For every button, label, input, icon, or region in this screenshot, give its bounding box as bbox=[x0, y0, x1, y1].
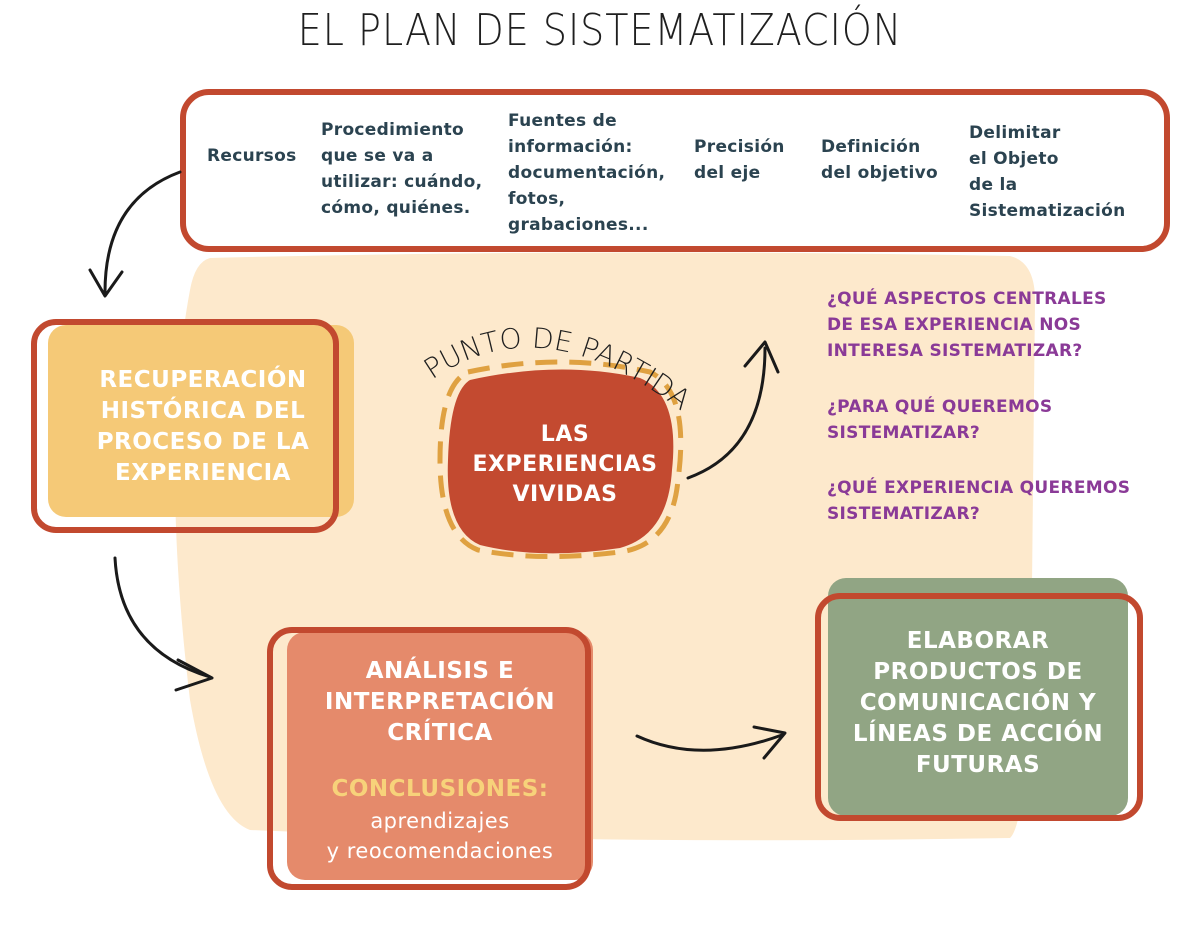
arrow-top-to-recuperacion bbox=[103, 170, 182, 294]
recuperacion-border bbox=[31, 319, 339, 533]
arrowhead-center-to-questions bbox=[743, 340, 780, 374]
arrowhead-analisis-to-elaborar bbox=[752, 725, 787, 760]
conclusions-text: aprendizajes y reocomendaciones bbox=[326, 809, 554, 863]
question-aspectos: ¿QUÉ ASPECTOS CENTRALES DE ESA EXPERIENC… bbox=[827, 289, 1107, 361]
top-box-border bbox=[180, 89, 1170, 252]
arrow-recuperacion-to-analisis bbox=[113, 556, 212, 679]
top-item-procedimiento: Procedimiento que se va a utilizar: cuán… bbox=[321, 120, 483, 218]
page-title: EL PLAN DE SISTEMATIZACIÓN bbox=[297, 4, 903, 56]
arrow-analisis-to-elaborar bbox=[635, 733, 784, 752]
arrow-center-to-questions bbox=[686, 346, 767, 480]
arrowhead-recuperacion-to-analisis bbox=[174, 658, 214, 692]
top-item-fuentes: Fuentes de información: documentación, f… bbox=[508, 111, 666, 235]
elaborar-border bbox=[815, 593, 1143, 821]
elaborar-fill bbox=[828, 578, 1128, 816]
elaborar-label: ELABORAR PRODUCTOS DE COMUNICACIÓN Y LÍN… bbox=[852, 628, 1104, 778]
recuperacion-label: RECUPERACIÓN HISTÓRICA DEL PROCESO DE LA… bbox=[96, 367, 310, 486]
question-que-experiencia: ¿QUÉ EXPERIENCIA QUEREMOS SISTEMATIZAR? bbox=[827, 478, 1131, 524]
question-para-que: ¿PARA QUÉ QUEREMOS SISTEMATIZAR? bbox=[827, 397, 1053, 443]
recuperacion-fill bbox=[48, 325, 354, 517]
center-dashed-ring bbox=[437, 359, 684, 560]
analisis-border bbox=[267, 627, 591, 890]
top-item-delimitar: Delimitar el Objeto de la Sistematizació… bbox=[969, 123, 1126, 221]
top-item-definicion: Definición del objetivo bbox=[821, 137, 938, 183]
analisis-fill bbox=[287, 632, 593, 880]
top-item-recursos: Recursos bbox=[207, 146, 297, 166]
conclusions-label: CONCLUSIONES: bbox=[331, 776, 549, 802]
center-blob bbox=[447, 369, 674, 554]
arrowhead-top-to-recuperacion bbox=[88, 268, 124, 298]
center-label: LAS EXPERIENCIAS VIVIDAS bbox=[472, 422, 658, 507]
analisis-title: ANÁLISIS E INTERPRETACIÓN CRÍTICA bbox=[324, 658, 556, 746]
top-item-precision: Precisión del eje bbox=[694, 137, 785, 183]
